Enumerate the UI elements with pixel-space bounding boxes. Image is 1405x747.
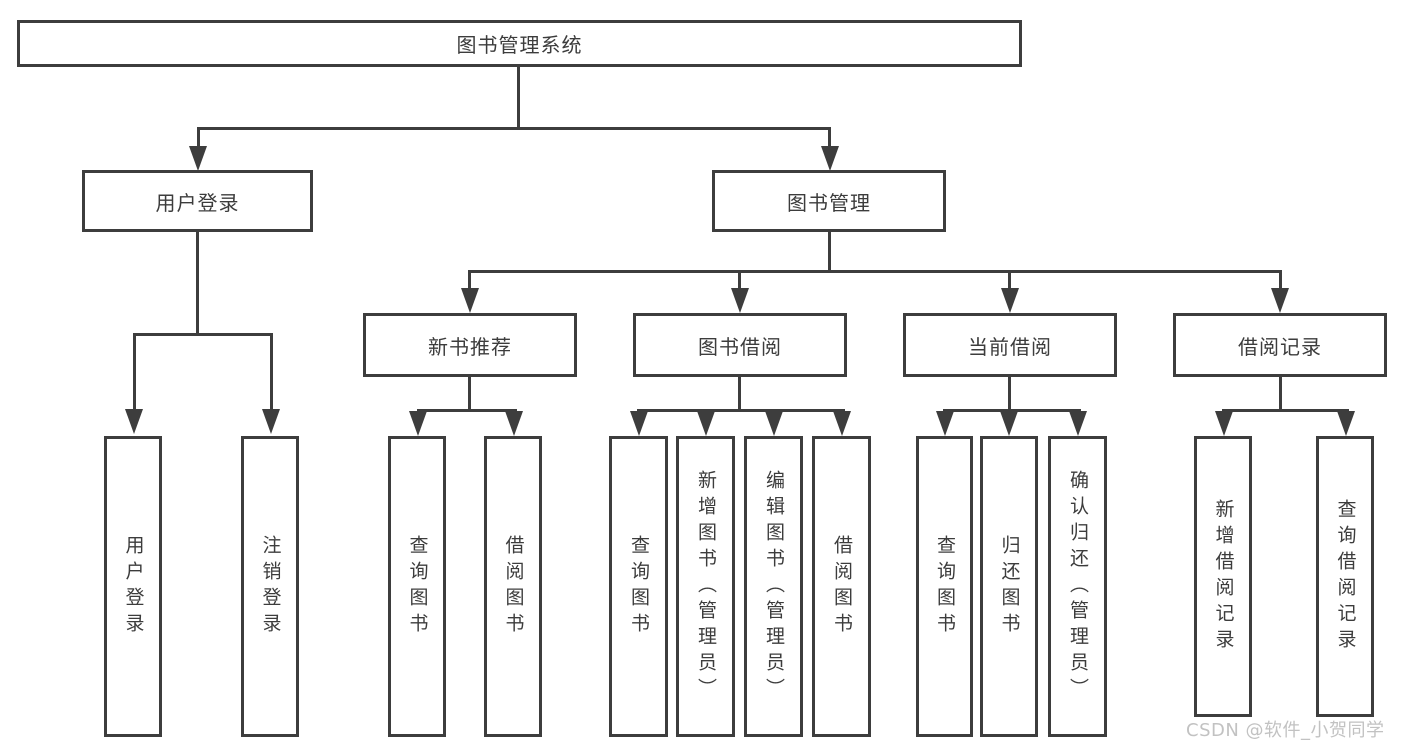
arrowhead-borrowing-icon	[731, 288, 749, 313]
arrowhead-return-books-icon	[1000, 411, 1018, 436]
connector-borrowing-hline	[637, 409, 845, 412]
leaf-user-login-label: 用户登录	[122, 534, 145, 639]
leaf-logout-label: 注销登录	[259, 534, 282, 639]
connector-borrowing-drop	[738, 270, 741, 289]
leaf-user-login: 用户登录	[104, 436, 162, 737]
node-new-book-recommend: 新书推荐	[363, 313, 577, 377]
leaf-query-borrow-record: 查询借阅记录	[1316, 436, 1374, 717]
arrowhead-query-borrowing-icon	[630, 411, 648, 436]
arrowhead-book-mgmt-icon	[821, 146, 839, 171]
connector-user-login-hline	[133, 333, 273, 336]
node-borrowing-records-label: 借阅记录	[1238, 334, 1322, 359]
node-book-management-label: 图书管理	[787, 190, 871, 215]
arrowhead-recommend-icon	[461, 288, 479, 313]
leaf-query-books-current: 查询图书	[916, 436, 973, 737]
leaf-borrow-books-recommend: 借阅图书	[484, 436, 542, 737]
arrowhead-add-books-icon	[697, 411, 715, 436]
leaf-add-books-admin: 新增图书（管理员）	[676, 436, 735, 737]
node-root: 图书管理系统	[17, 20, 1022, 67]
connector-user-login-stem	[196, 232, 199, 335]
leaf-query-books-borrowing-label: 查询图书	[628, 534, 650, 639]
leaf-add-books-admin-label: 新增图书（管理员）	[695, 469, 717, 704]
arrowhead-current-icon	[1001, 288, 1019, 313]
connector-root-hline	[197, 127, 831, 130]
node-new-book-recommend-label: 新书推荐	[428, 334, 512, 359]
leaf-add-borrow-record-label: 新增借阅记录	[1212, 498, 1235, 655]
leaf-query-books-recommend-label: 查询图书	[406, 534, 429, 639]
connector-recommend-drop	[468, 270, 471, 289]
connector-borrowing-stem	[738, 377, 741, 412]
leaf-confirm-return-admin-label: 确认归还（管理员）	[1067, 469, 1089, 704]
arrowhead-borrow-books-icon	[833, 411, 851, 436]
leaf-return-books-label: 归还图书	[998, 534, 1021, 639]
arrowhead-edit-books-icon	[765, 411, 783, 436]
leaf-query-books-borrowing: 查询图书	[609, 436, 668, 737]
connector-book-mgmt-stem	[828, 232, 831, 272]
connector-recommend-hline	[417, 409, 517, 412]
leaf-confirm-return-admin: 确认归还（管理员）	[1048, 436, 1107, 737]
arrowhead-user-login-icon	[189, 146, 207, 171]
leaf-query-books-current-label: 查询图书	[934, 534, 956, 639]
arrowhead-query-record-icon	[1337, 411, 1355, 436]
node-book-borrowing-label: 图书借阅	[698, 334, 782, 359]
leaf-add-borrow-record: 新增借阅记录	[1194, 436, 1252, 717]
node-book-borrowing: 图书借阅	[633, 313, 847, 377]
leaf-return-books: 归还图书	[980, 436, 1038, 737]
connector-records-stem	[1279, 377, 1282, 412]
node-borrowing-records: 借阅记录	[1173, 313, 1387, 377]
connector-leaf-user-login-drop	[133, 333, 136, 410]
connector-root-stem	[517, 67, 520, 128]
leaf-edit-books-admin: 编辑图书（管理员）	[744, 436, 803, 737]
connector-current-stem	[1008, 377, 1011, 412]
arrowhead-leaf-user-login-icon	[125, 409, 143, 434]
leaf-borrow-books-borrowing-label: 借阅图书	[831, 534, 853, 639]
arrowhead-borrow-recommend-icon	[505, 411, 523, 436]
leaf-query-borrow-record-label: 查询借阅记录	[1334, 498, 1357, 655]
leaf-borrow-books-borrowing: 借阅图书	[812, 436, 871, 737]
arrowhead-leaf-logout-icon	[262, 409, 280, 434]
connector-records-drop	[1279, 270, 1282, 289]
node-root-label: 图书管理系统	[456, 33, 583, 57]
node-book-management: 图书管理	[712, 170, 946, 232]
leaf-query-books-recommend: 查询图书	[388, 436, 446, 737]
connector-book-mgmt-drop	[828, 127, 831, 147]
connector-book-mgmt-hline	[468, 270, 1282, 273]
leaf-edit-books-admin-label: 编辑图书（管理员）	[763, 469, 785, 704]
arrowhead-query-current-icon	[936, 411, 954, 436]
leaf-logout: 注销登录	[241, 436, 299, 737]
csdn-watermark: CSDN @软件_小贺同学	[1186, 720, 1385, 741]
connector-recommend-stem	[468, 377, 471, 412]
connector-current-hline	[943, 409, 1081, 412]
node-current-borrowing: 当前借阅	[903, 313, 1117, 377]
connector-leaf-logout-drop	[270, 333, 273, 410]
connector-current-drop	[1008, 270, 1011, 289]
arrowhead-records-icon	[1271, 288, 1289, 313]
leaf-borrow-books-recommend-label: 借阅图书	[502, 534, 525, 639]
connector-user-login-drop	[197, 127, 200, 147]
arrowhead-confirm-return-icon	[1069, 411, 1087, 436]
node-user-login: 用户登录	[82, 170, 313, 232]
connector-records-hline	[1222, 409, 1349, 412]
arrowhead-query-recommend-icon	[409, 411, 427, 436]
node-current-borrowing-label: 当前借阅	[968, 334, 1052, 359]
node-user-login-label: 用户登录	[155, 190, 240, 215]
arrowhead-add-record-icon	[1215, 411, 1233, 436]
